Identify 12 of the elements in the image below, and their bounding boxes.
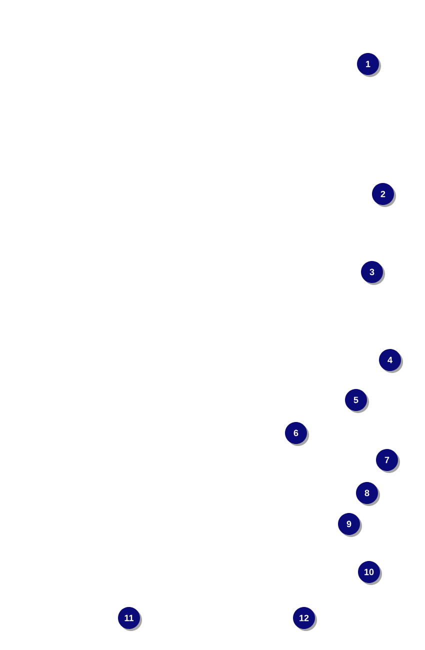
callout-number: 3 — [361, 261, 385, 285]
callout-number: 4 — [379, 349, 403, 373]
callout-number: 8 — [356, 482, 380, 506]
callout-number: 5 — [345, 389, 369, 413]
callout-number: 9 — [338, 513, 362, 537]
callout-number: 10 — [358, 561, 382, 585]
callout-number: 2 — [372, 183, 396, 207]
callout-number: 1 — [357, 53, 381, 77]
callout-number: 7 — [376, 449, 400, 473]
callout-number: 6 — [285, 422, 309, 446]
callout-number: 11 — [118, 607, 142, 631]
callout-number: 12 — [293, 607, 317, 631]
